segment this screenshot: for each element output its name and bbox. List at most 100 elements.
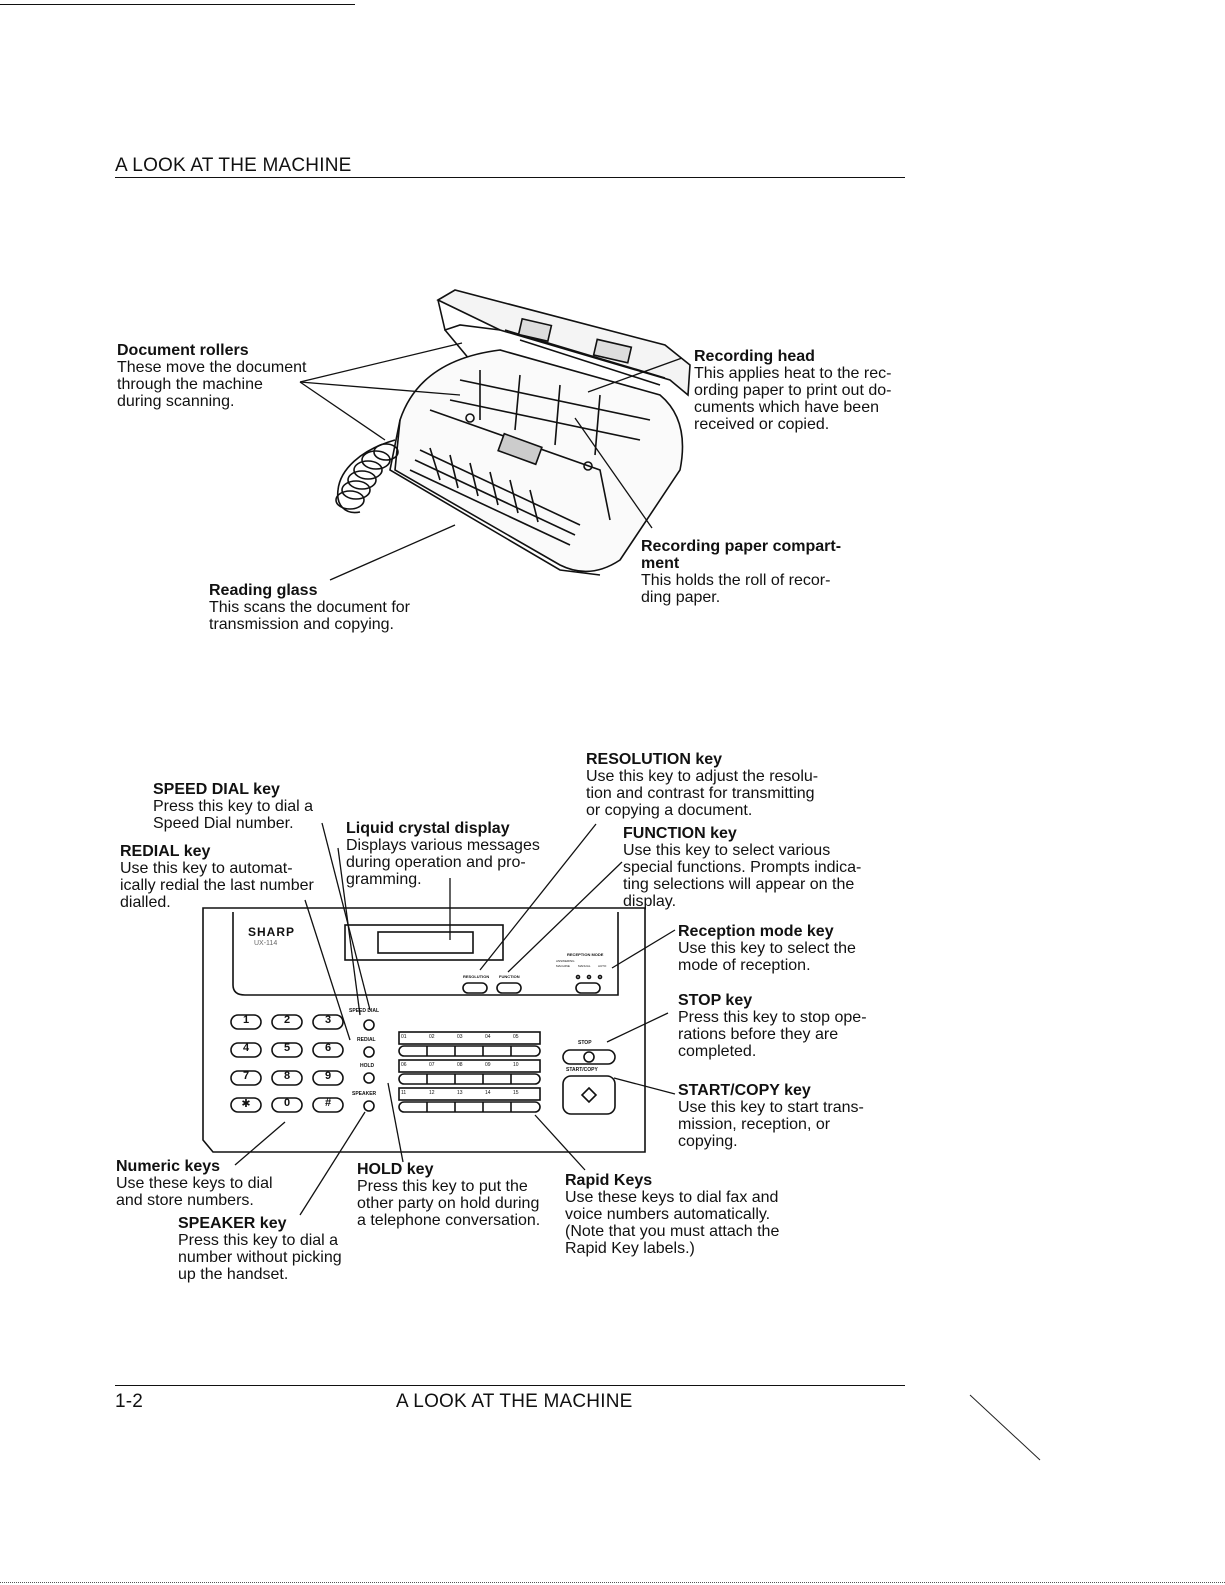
callout-rapid-desc: Use these keys to dial fax and voice num… bbox=[565, 1189, 780, 1257]
rapid-key-09[interactable]: 09 bbox=[485, 1062, 491, 1068]
bottom-edge-rule bbox=[0, 1582, 1225, 1583]
rapid-key-10[interactable]: 10 bbox=[513, 1062, 519, 1068]
numeric-key-1[interactable]: 1 bbox=[242, 1014, 250, 1026]
label-speed-dial: SPEED DIAL bbox=[349, 1008, 380, 1014]
numeric-key-6[interactable]: 6 bbox=[324, 1042, 332, 1054]
callout-reading-glass-title: Reading glass bbox=[209, 582, 318, 599]
top-page-rule bbox=[0, 4, 355, 5]
header-rule bbox=[115, 177, 905, 178]
panel-model: UX-114 bbox=[254, 940, 278, 947]
label-function: FUNCTION bbox=[499, 974, 520, 979]
fax-machine-illustration bbox=[299, 289, 691, 581]
callout-numeric-keys: Numeric keys Use these keys to dial and … bbox=[116, 1158, 273, 1209]
label-hold: HOLD bbox=[360, 1063, 375, 1069]
rapid-key-11[interactable]: 11 bbox=[401, 1090, 407, 1096]
callout-speaker-desc: Press this key to dial a number without … bbox=[178, 1232, 342, 1283]
callout-redial-title: REDIAL key bbox=[120, 843, 211, 860]
numeric-key-5[interactable]: 5 bbox=[283, 1042, 291, 1054]
callout-recording-head-title: Recording head bbox=[694, 348, 815, 365]
label-redial: REDIAL bbox=[357, 1037, 376, 1043]
callout-document-rollers-desc: These move the document through the mach… bbox=[117, 359, 307, 410]
callout-recording-paper-desc: This holds the roll of recor- ding paper… bbox=[641, 572, 831, 606]
numeric-key-star[interactable]: ✱ bbox=[241, 1098, 251, 1110]
callout-start-copy-desc: Use this key to start trans- mission, re… bbox=[678, 1099, 864, 1150]
callout-recording-paper-title: Recording paper compart- ment bbox=[641, 538, 842, 572]
label-manual: MANUAL bbox=[578, 964, 591, 968]
rapid-key-03[interactable]: 03 bbox=[457, 1034, 463, 1040]
callout-numeric-desc: Use these keys to dial and store numbers… bbox=[116, 1175, 273, 1209]
callout-hold-desc: Press this key to put the other party on… bbox=[357, 1178, 541, 1229]
callout-recording-head-desc: This applies heat to the rec- ording pap… bbox=[694, 365, 892, 433]
callout-reading-glass: Reading glass This scans the document fo… bbox=[209, 582, 410, 633]
rapid-key-01[interactable]: 01 bbox=[401, 1034, 407, 1040]
callout-recording-paper: Recording paper compart- ment This holds… bbox=[641, 538, 841, 606]
rapid-key-04[interactable]: 04 bbox=[485, 1034, 491, 1040]
rapid-key-13[interactable]: 13 bbox=[457, 1090, 463, 1096]
label-answering: ANSWERING bbox=[556, 959, 575, 963]
callout-document-rollers-title: Document rollers bbox=[117, 342, 249, 359]
label-speaker: SPEAKER bbox=[352, 1091, 377, 1097]
callout-speed-dial-desc: Press this key to dial a Speed Dial numb… bbox=[153, 798, 314, 832]
callout-start-copy-key: START/COPY key Use this key to start tra… bbox=[678, 1082, 864, 1150]
panel-brand: SHARP bbox=[248, 925, 296, 939]
rapid-key-08[interactable]: 08 bbox=[457, 1062, 463, 1068]
callout-rapid-title: Rapid Keys bbox=[565, 1172, 653, 1189]
callout-start-copy-title: START/COPY key bbox=[678, 1082, 811, 1099]
callout-function-desc: Use this key to select various special f… bbox=[623, 842, 862, 910]
rapid-key-15[interactable]: 15 bbox=[513, 1090, 519, 1096]
scan-mark bbox=[969, 1394, 1041, 1461]
label-auto: AUTO bbox=[598, 964, 607, 968]
numeric-key-2[interactable]: 2 bbox=[283, 1014, 291, 1026]
callout-speed-dial-key: SPEED DIAL key Press this key to dial a … bbox=[153, 781, 313, 832]
numeric-key-3[interactable]: 3 bbox=[324, 1014, 332, 1026]
callout-lcd-title: Liquid crystal display bbox=[346, 820, 510, 837]
callout-rapid-keys: Rapid Keys Use these keys to dial fax an… bbox=[565, 1172, 779, 1257]
numeric-key-8[interactable]: 8 bbox=[283, 1070, 291, 1082]
callout-lcd-desc: Displays various messages during operati… bbox=[346, 837, 540, 888]
callout-resolution-key: RESOLUTION key Use this key to adjust th… bbox=[586, 751, 818, 819]
callout-resolution-title: RESOLUTION key bbox=[586, 751, 723, 768]
callout-stop-key: STOP key Press this key to stop ope- rat… bbox=[678, 992, 867, 1060]
callout-document-rollers: Document rollers These move the document… bbox=[117, 342, 306, 410]
callout-reception-mode-key: Reception mode key Use this key to selec… bbox=[678, 923, 856, 974]
callout-speaker-title: SPEAKER key bbox=[178, 1215, 287, 1232]
numeric-key-4[interactable]: 4 bbox=[242, 1042, 250, 1054]
numeric-key-9[interactable]: 9 bbox=[324, 1070, 332, 1082]
rapid-key-06[interactable]: 06 bbox=[401, 1062, 407, 1068]
callout-reception-mode-title: Reception mode key bbox=[678, 923, 834, 940]
callout-speaker-key: SPEAKER key Press this key to dial a num… bbox=[178, 1215, 342, 1283]
callout-hold-title: HOLD key bbox=[357, 1161, 434, 1178]
footer-page-number: 1-2 bbox=[115, 1391, 144, 1412]
numeric-key-7[interactable]: 7 bbox=[242, 1070, 250, 1082]
callout-reception-mode-desc: Use this key to select the mode of recep… bbox=[678, 940, 856, 974]
label-stop: STOP bbox=[578, 1040, 592, 1046]
numeric-key-hash[interactable]: # bbox=[324, 1097, 332, 1109]
footer-rule bbox=[115, 1385, 905, 1386]
rapid-key-07[interactable]: 07 bbox=[429, 1062, 435, 1068]
label-reception-mode: RECEPTION MODE bbox=[567, 952, 604, 957]
rapid-key-02[interactable]: 02 bbox=[429, 1034, 435, 1040]
callout-function-key: FUNCTION key Use this key to select vari… bbox=[623, 825, 861, 910]
page-header-title: A LOOK AT THE MACHINE bbox=[115, 155, 352, 176]
numeric-keypad bbox=[230, 1014, 344, 1113]
callout-recording-head: Recording head This applies heat to the … bbox=[694, 348, 891, 433]
callout-redial-desc: Use this key to automat- ically redial t… bbox=[120, 860, 314, 911]
callout-speed-dial-title: SPEED DIAL key bbox=[153, 781, 280, 798]
callout-resolution-desc: Use this key to adjust the resolu- tion … bbox=[586, 768, 819, 819]
callout-reading-glass-desc: This scans the document for transmission… bbox=[209, 599, 410, 633]
rapid-key-05[interactable]: 05 bbox=[513, 1034, 519, 1040]
footer-title: A LOOK AT THE MACHINE bbox=[396, 1391, 633, 1412]
numeric-key-0[interactable]: 0 bbox=[283, 1097, 291, 1109]
callout-numeric-title: Numeric keys bbox=[116, 1158, 221, 1175]
rapid-key-14[interactable]: 14 bbox=[485, 1090, 491, 1096]
control-panel-illustration bbox=[202, 822, 676, 1216]
rapid-key-12[interactable]: 12 bbox=[429, 1090, 435, 1096]
label-machine: MACHINE bbox=[556, 964, 570, 968]
callout-stop-title: STOP key bbox=[678, 992, 753, 1009]
callout-function-title: FUNCTION key bbox=[623, 825, 737, 842]
label-resolution: RESOLUTION bbox=[463, 974, 490, 979]
label-start-copy: START/COPY bbox=[566, 1067, 598, 1073]
callout-lcd: Liquid crystal display Displays various … bbox=[346, 820, 540, 888]
callout-redial-key: REDIAL key Use this key to automat- ical… bbox=[120, 843, 314, 911]
callout-stop-desc: Press this key to stop ope- rations befo… bbox=[678, 1009, 867, 1060]
